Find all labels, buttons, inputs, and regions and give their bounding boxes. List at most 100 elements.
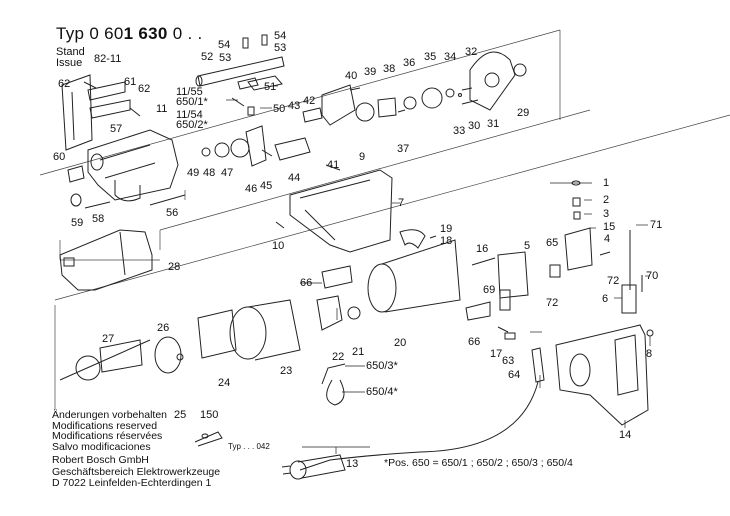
part-label-59[interactable]: 59 xyxy=(71,217,84,229)
part-label-8[interactable]: 8 xyxy=(646,348,653,360)
part-label-72b[interactable]: 72 xyxy=(546,297,559,309)
part-label-47[interactable]: 47 xyxy=(221,167,234,179)
part-label-22[interactable]: 22 xyxy=(332,351,345,363)
washer-34 xyxy=(445,88,455,98)
part-label-4[interactable]: 4 xyxy=(604,233,611,245)
cable-150 xyxy=(194,431,223,447)
part-label-24[interactable]: 24 xyxy=(218,377,231,389)
part-label-20[interactable]: 20 xyxy=(394,337,407,349)
part-label-58[interactable]: 58 xyxy=(92,213,105,225)
part-label-15[interactable]: 15 xyxy=(603,221,616,233)
part-label-14[interactable]: 14 xyxy=(619,429,632,441)
part-label-26[interactable]: 26 xyxy=(157,322,170,334)
part-label-17[interactable]: 17 xyxy=(490,348,503,360)
part-label-54b[interactable]: 54 xyxy=(274,30,287,42)
part-label-18[interactable]: 18 xyxy=(440,235,453,247)
part-label-65[interactable]: 65 xyxy=(546,237,559,249)
part-label-62b[interactable]: 62 xyxy=(138,83,151,95)
part-label-52[interactable]: 52 xyxy=(201,51,214,63)
part-label-49[interactable]: 49 xyxy=(187,167,200,179)
part-label-16[interactable]: 16 xyxy=(476,243,489,255)
part-label-9[interactable]: 9 xyxy=(359,151,366,163)
part-label-19[interactable]: 19 xyxy=(440,223,453,235)
part-label-41[interactable]: 41 xyxy=(327,159,340,171)
bearing-21 xyxy=(347,306,361,320)
part-label-25[interactable]: 25 xyxy=(174,409,187,421)
sleeve-60 xyxy=(67,165,85,183)
part-label-44[interactable]: 44 xyxy=(288,172,301,184)
screw-58 xyxy=(84,201,111,209)
part-label-54a[interactable]: 54 xyxy=(218,39,231,51)
part-label-10[interactable]: 10 xyxy=(272,240,285,252)
part-label-1[interactable]: 1 xyxy=(603,177,610,189)
part-label-72a[interactable]: 72 xyxy=(607,275,620,287)
part-label-27[interactable]: 27 xyxy=(102,333,115,345)
part-label-11[interactable]: 11 xyxy=(156,103,168,115)
part-label-2[interactable]: 2 xyxy=(603,194,610,206)
part-label-150[interactable]: 150 xyxy=(200,409,219,421)
part-label-71[interactable]: 71 xyxy=(650,219,663,231)
part-label-33[interactable]: 33 xyxy=(453,125,466,137)
part-label-21[interactable]: 21 xyxy=(352,346,365,358)
part-label-56[interactable]: 56 xyxy=(166,207,179,219)
part-label-32[interactable]: 32 xyxy=(465,46,478,58)
part-label-50[interactable]: 50 xyxy=(273,103,286,115)
sleeve-42 xyxy=(302,107,323,123)
capacitor-6 xyxy=(621,284,637,314)
part-label-38[interactable]: 38 xyxy=(383,63,396,75)
screw-54b xyxy=(261,34,268,46)
part-label-6[interactable]: 6 xyxy=(602,293,609,305)
part-label-7[interactable]: 7 xyxy=(398,197,405,209)
part-label-64[interactable]: 64 xyxy=(508,369,521,381)
part-label-45[interactable]: 45 xyxy=(260,180,273,192)
part-label-28[interactable]: 28 xyxy=(168,261,181,273)
part-label-57[interactable]: 57 xyxy=(110,123,123,135)
part-label-650-3[interactable]: 650/3* xyxy=(366,360,398,372)
ring-33 xyxy=(458,93,462,97)
stand-label: Stand xyxy=(56,46,85,58)
part-label-60[interactable]: 60 xyxy=(53,151,66,163)
part-label-31[interactable]: 31 xyxy=(487,118,500,130)
part-label-48[interactable]: 48 xyxy=(203,167,216,179)
part-label-53a[interactable]: 53 xyxy=(219,52,232,64)
plate-69 xyxy=(499,289,511,311)
part-label-42[interactable]: 42 xyxy=(303,95,316,107)
clamp-63 xyxy=(504,332,516,340)
part-label-66b[interactable]: 66 xyxy=(468,336,481,348)
part-label-650-1[interactable]: 650/1* xyxy=(176,96,208,108)
part-label-39[interactable]: 39 xyxy=(364,66,377,78)
pin-45 xyxy=(261,149,273,157)
part-label-11-55[interactable]: 11/55 xyxy=(176,86,203,98)
part-label-650-4[interactable]: 650/4* xyxy=(366,386,398,398)
part-label-51[interactable]: 51 xyxy=(264,81,277,93)
part-label-3[interactable]: 3 xyxy=(603,208,610,220)
part-label-34[interactable]: 34 xyxy=(444,51,457,63)
part-label-30[interactable]: 30 xyxy=(468,120,481,132)
part-label-36[interactable]: 36 xyxy=(403,57,416,69)
company-division: Geschäftsbereich Elektrowerkzeuge xyxy=(52,465,221,478)
part-label-11-54[interactable]: 11/54 xyxy=(176,109,203,121)
part-label-46[interactable]: 46 xyxy=(245,183,258,195)
ring-48 xyxy=(214,142,230,158)
part-label-63[interactable]: 63 xyxy=(502,355,515,367)
part-label-62a[interactable]: 62 xyxy=(58,78,71,90)
note-line: Salvo modificaciones xyxy=(52,440,151,453)
part-label-23[interactable]: 23 xyxy=(280,365,293,377)
issue-label: Issue xyxy=(56,57,83,69)
spindle-44 xyxy=(274,137,311,161)
part-label-29[interactable]: 29 xyxy=(517,107,530,119)
part-label-35[interactable]: 35 xyxy=(424,51,437,63)
part-label-37[interactable]: 37 xyxy=(397,143,410,155)
modification-notes: Änderungen vorbehalten Modifications res… xyxy=(52,410,167,452)
part-label-43[interactable]: 43 xyxy=(288,100,301,112)
part-label-66a[interactable]: 66 xyxy=(300,277,313,289)
part-label-69[interactable]: 69 xyxy=(483,284,496,296)
part-label-70[interactable]: 70 xyxy=(646,270,659,282)
part-label-650-2[interactable]: 650/2* xyxy=(176,119,208,131)
part-label-13[interactable]: 13 xyxy=(346,458,359,470)
part-label-61[interactable]: 61 xyxy=(124,76,137,88)
part-label-40[interactable]: 40 xyxy=(345,70,358,82)
part-label-5[interactable]: 5 xyxy=(524,240,531,252)
gear-case-7 xyxy=(289,169,393,253)
part-label-53b[interactable]: 53 xyxy=(274,42,287,54)
